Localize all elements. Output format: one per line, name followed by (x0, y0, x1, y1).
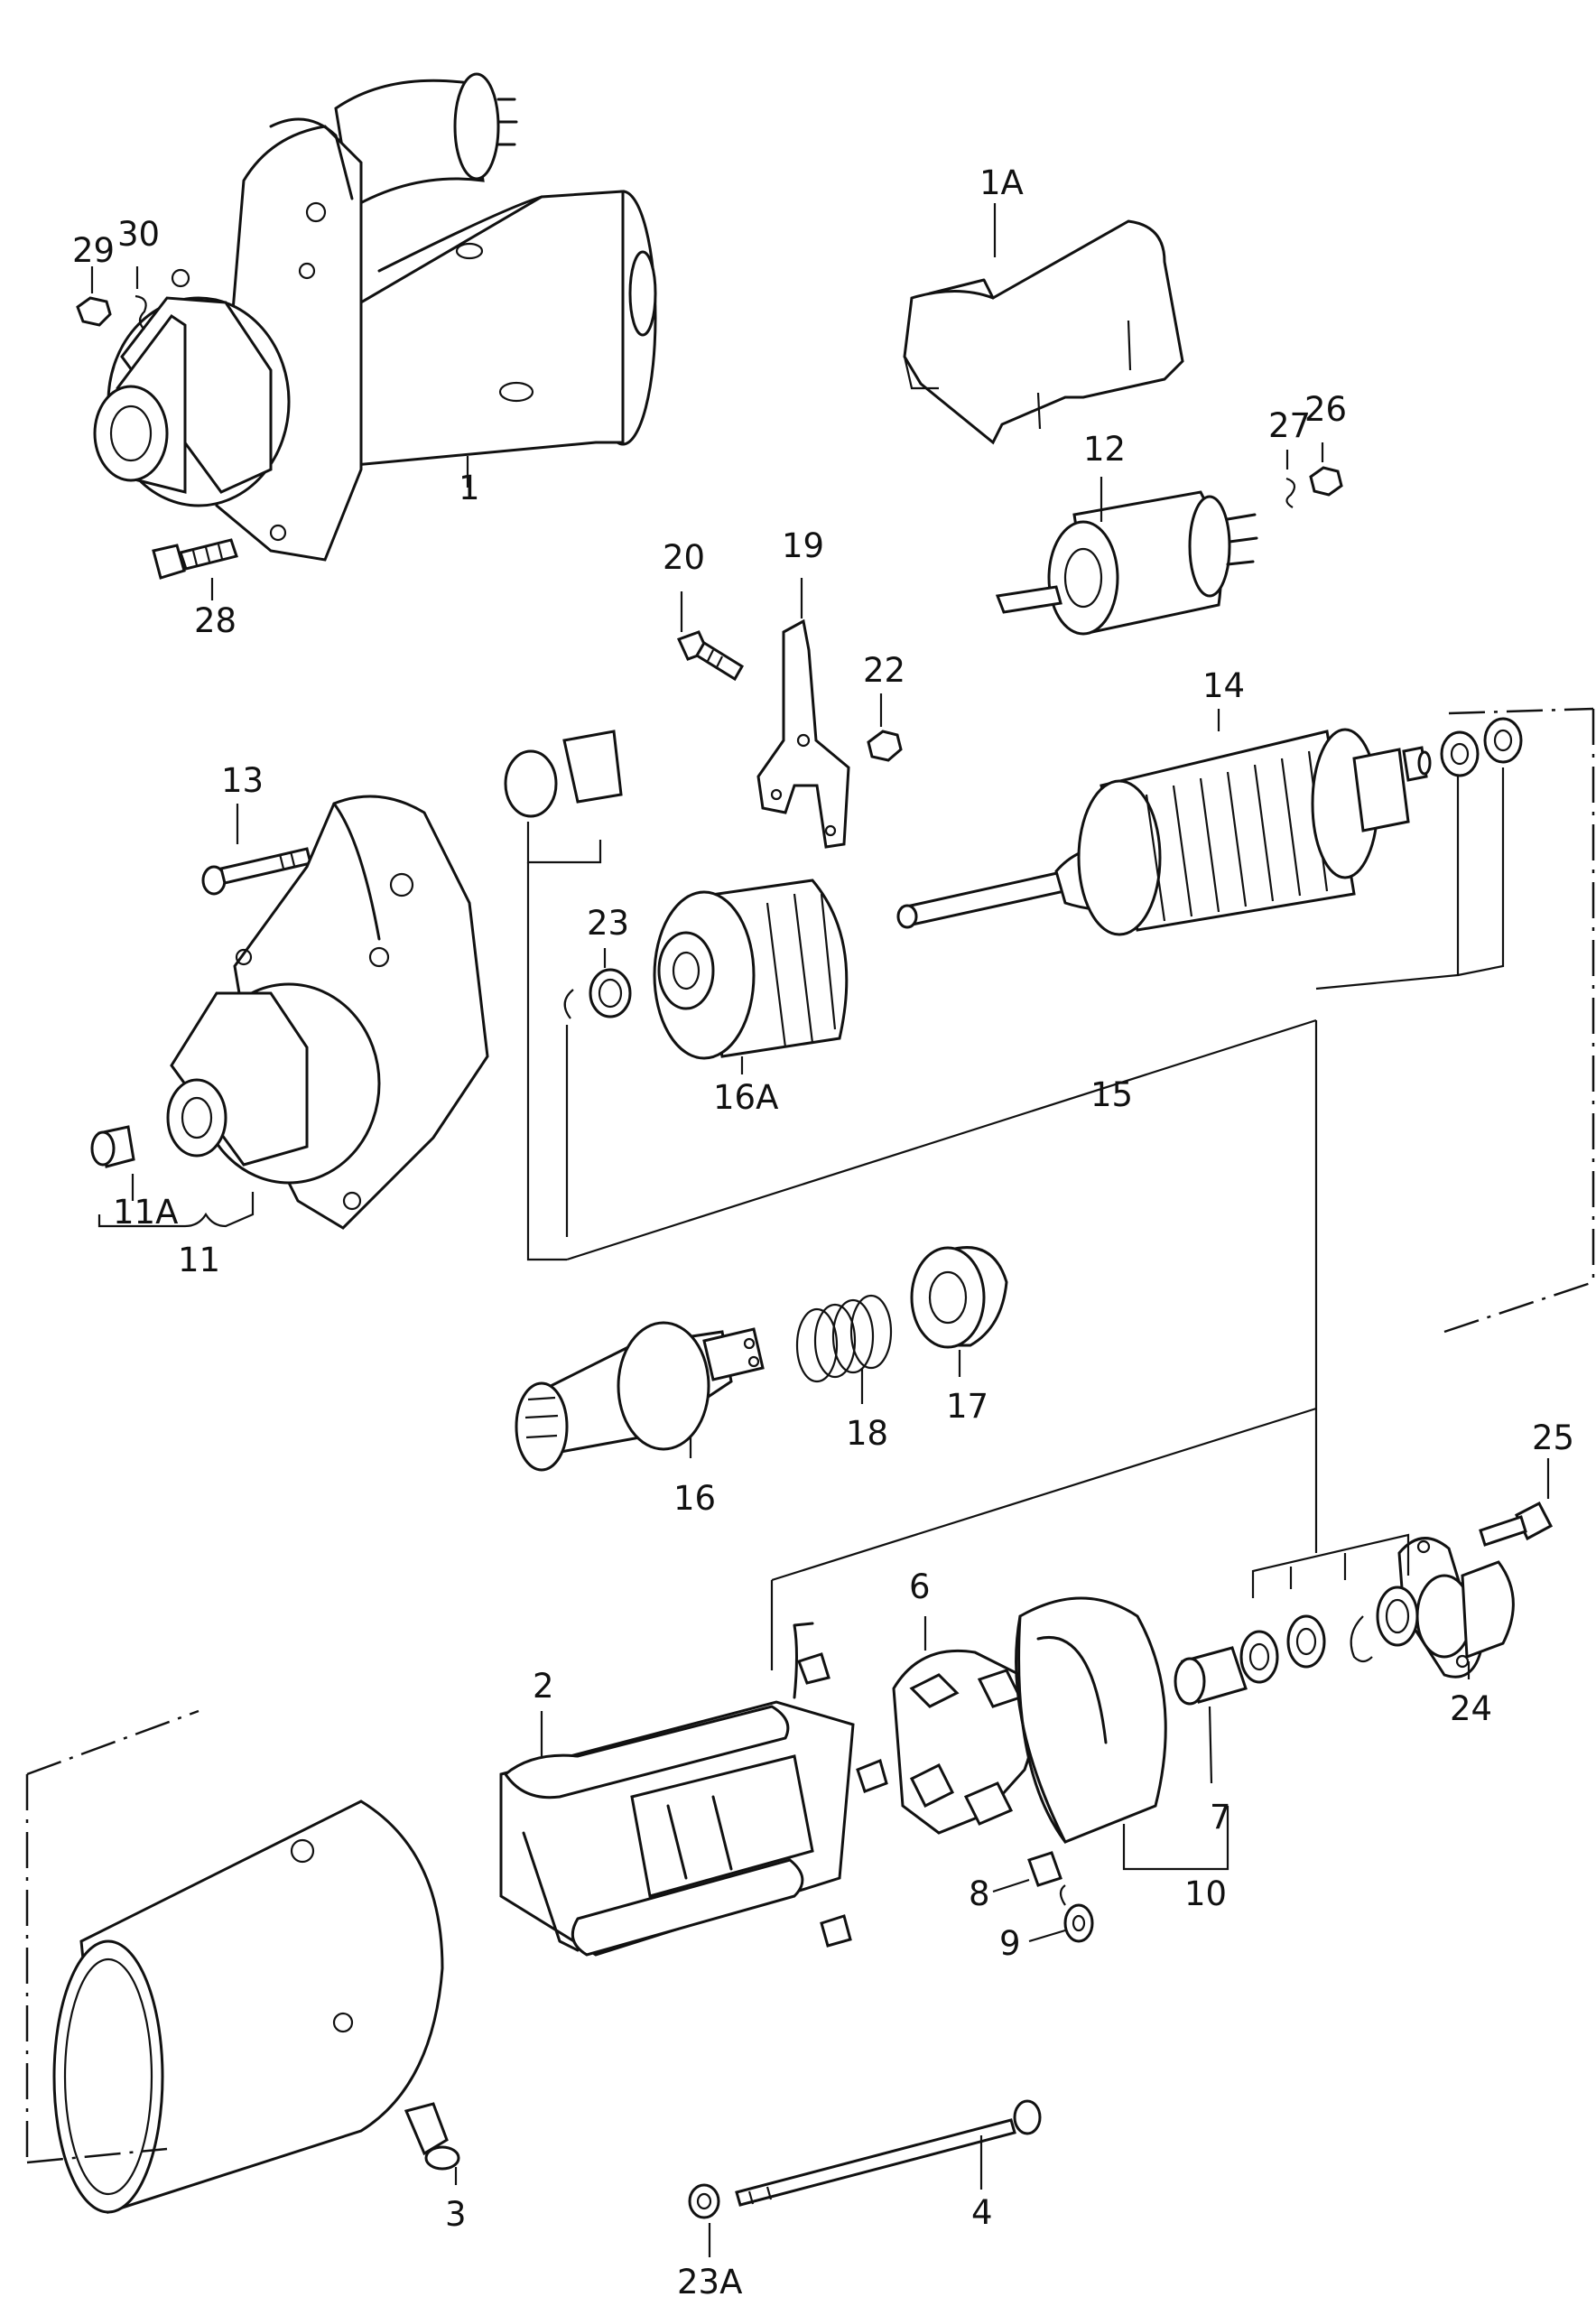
bushing-11A (90, 1125, 135, 1168)
label-19: 19 (782, 526, 824, 565)
solenoid-12 (995, 490, 1258, 636)
label-15: 15 (1090, 1075, 1133, 1114)
leader-lines (25, 203, 1595, 2257)
label-4: 4 (971, 2193, 993, 2232)
label-8: 8 (969, 1874, 990, 1913)
bolt-20 (676, 630, 745, 682)
label-13: 13 (221, 761, 264, 800)
washer-30 (135, 294, 147, 330)
label-18: 18 (846, 1414, 888, 1453)
label-29: 29 (72, 231, 115, 270)
washers-near-14 (1440, 717, 1523, 777)
through-bolt-4 (735, 2099, 1042, 2207)
label-20: 20 (663, 538, 705, 577)
label-1: 1 (459, 469, 480, 507)
label-11: 11 (178, 1241, 220, 1279)
drive-pinion-16A (653, 879, 849, 1060)
bolt-28 (152, 538, 238, 580)
spring-18 (795, 1294, 893, 1383)
bushing-7 (1174, 1646, 1248, 1706)
label-30: 30 (117, 215, 160, 254)
stop-ring-halves (504, 730, 623, 818)
label-25: 25 (1532, 1418, 1574, 1457)
label-3: 3 (445, 2195, 467, 2234)
nut-26 (1309, 466, 1343, 497)
label-22: 22 (863, 651, 905, 690)
drive-end-housing-11 (166, 795, 489, 1230)
nut-29 (76, 296, 112, 327)
washers-10 (1239, 1586, 1419, 1684)
brush-plate-6 (892, 1649, 1039, 1835)
label-12: 12 (1083, 430, 1126, 469)
end-cover-10 (1015, 1596, 1167, 1844)
spring-9 (1059, 1884, 1094, 1943)
stop-ring-17 (910, 1246, 1008, 1349)
label-28: 28 (194, 601, 237, 640)
label-7: 7 (1210, 1798, 1231, 1837)
pinion-16 (515, 1321, 765, 1472)
label-24: 24 (1450, 1689, 1492, 1728)
screw-3 (404, 2102, 460, 2171)
brush-8 (1027, 1851, 1062, 1887)
label-14: 14 (1202, 666, 1245, 705)
label-16A: 16A (713, 1078, 778, 1117)
shift-fork-19 (756, 618, 850, 849)
label-11A: 11A (113, 1193, 178, 1232)
label-23: 23 (587, 904, 629, 943)
label-23A: 23A (677, 2263, 742, 2297)
starter-motor-assembly (93, 72, 657, 562)
part-labels: 29 30 1 28 1A 12 27 26 20 19 22 14 13 23… (72, 163, 1574, 2297)
washer-27 (1285, 477, 1296, 508)
washer-23A (688, 2183, 720, 2219)
ring-23 (563, 968, 632, 1019)
field-frame-2 (499, 1622, 888, 1957)
label-26: 26 (1304, 390, 1347, 429)
cap-24 (1397, 1537, 1515, 1679)
label-2: 2 (533, 1667, 554, 1706)
label-1A: 1A (979, 163, 1024, 202)
label-6: 6 (909, 1567, 931, 1606)
screw-25 (1479, 1501, 1554, 1547)
label-27: 27 (1268, 406, 1311, 445)
armature-14 (896, 728, 1432, 936)
label-9: 9 (999, 1924, 1021, 1963)
nut-22 (867, 730, 903, 762)
label-10: 10 (1184, 1874, 1227, 1913)
pole-housing (52, 1799, 444, 2214)
cover-1A (903, 219, 1184, 445)
label-17: 17 (946, 1387, 988, 1426)
label-16: 16 (673, 1479, 716, 1518)
